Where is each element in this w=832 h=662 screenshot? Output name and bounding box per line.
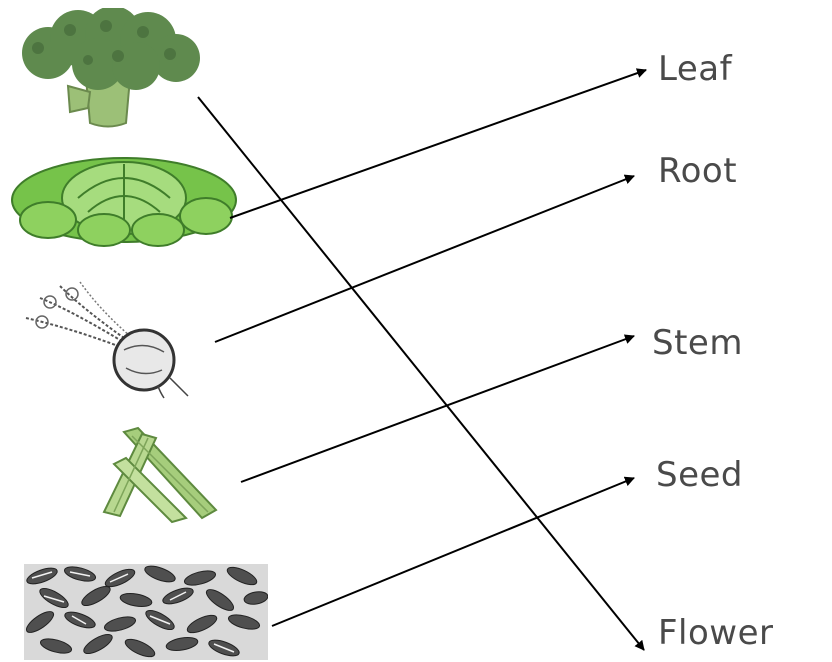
- label-leaf: Leaf: [658, 52, 732, 86]
- label-seed: Seed: [656, 458, 743, 492]
- label-stem: Stem: [652, 326, 743, 360]
- label-root: Root: [658, 154, 737, 188]
- arrow-celery-to-stem: [241, 336, 634, 482]
- label-flower: Flower: [658, 616, 774, 650]
- arrow-broccoli-to-flower: [198, 97, 644, 650]
- arrow-seeds-to-seed: [272, 478, 634, 626]
